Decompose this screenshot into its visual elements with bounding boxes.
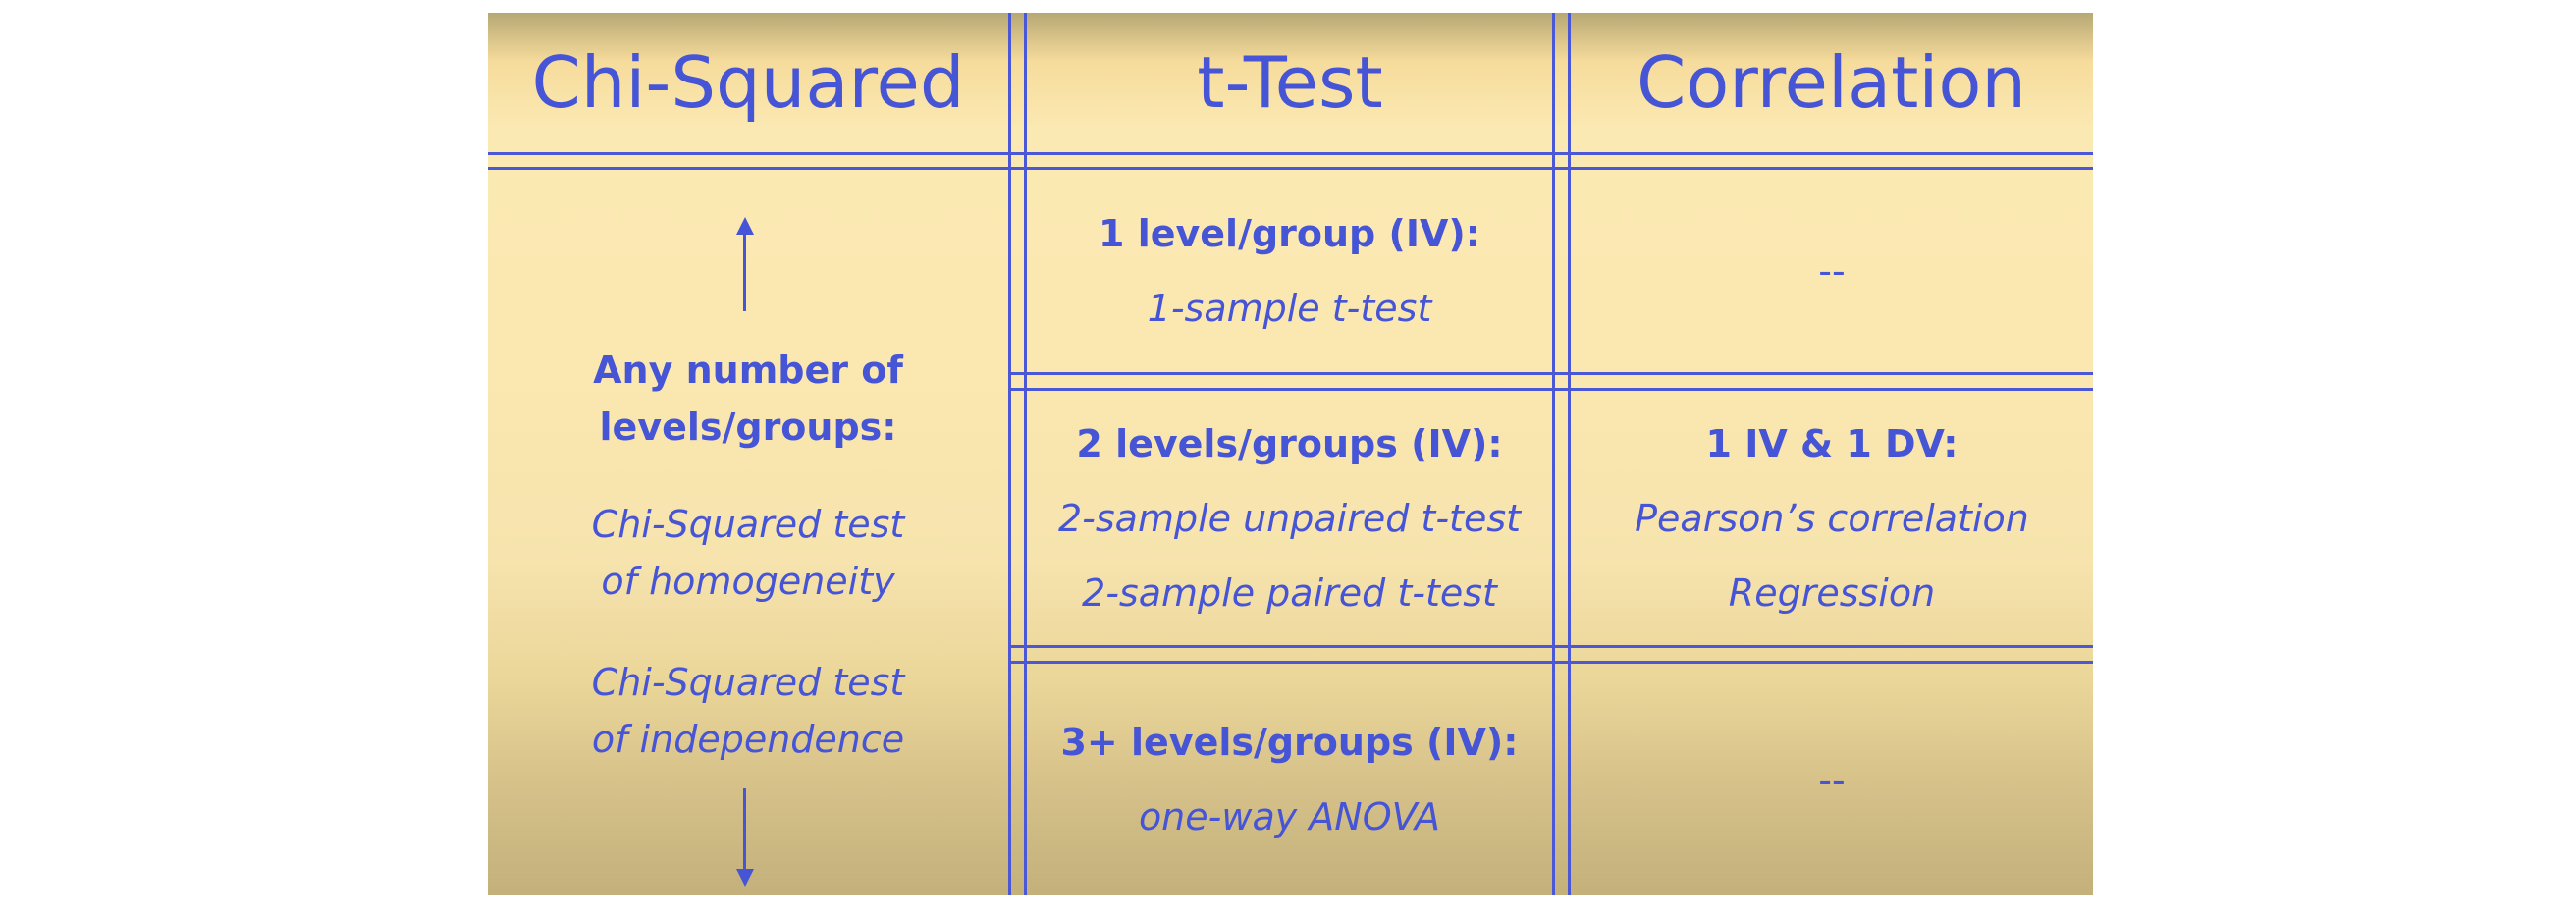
header-t-test: t-Test (1028, 13, 1552, 152)
col-divider-1b (1024, 13, 1027, 895)
corr-row-2: 1 IV & 1 DV: Pearson’s correlation Regre… (1571, 391, 2093, 645)
ttest-row1-test: 1-sample t-test (1147, 287, 1432, 330)
slide: Chi-Squared t-Test Correlation Any numbe… (488, 13, 2093, 895)
header-divider-bottom (488, 167, 2093, 170)
header-t-test-text: t-Test (1197, 41, 1383, 124)
ttest-row-1: 1 level/group (IV): 1-sample t-test (1027, 170, 1552, 372)
row-divider-1b (1008, 388, 2093, 391)
chi-test1-line1: Chi-Squared test (591, 503, 905, 546)
row-divider-1a (1008, 372, 2093, 375)
col-divider-2b (1568, 13, 1571, 895)
header-correlation: Correlation (1570, 13, 2093, 152)
col-divider-1a (1008, 13, 1011, 895)
header-chi-squared: Chi-Squared (488, 13, 1008, 152)
corr-row2-heading: 1 IV & 1 DV: (1705, 421, 1959, 465)
ttest-row3-test: one-way ANOVA (1138, 795, 1441, 839)
corr-row2-test1: Pearson’s correlation (1635, 496, 2029, 540)
row-divider-2b (1008, 661, 2093, 664)
header-correlation-text: Correlation (1636, 41, 2027, 124)
arrow-down-shaft (743, 788, 746, 871)
chi-test1-line2: of homogeneity (601, 560, 895, 603)
chi-test-homogeneity: Chi-Squared test of homogeneity (488, 494, 1008, 612)
ttest-row2-test1: 2-sample unpaired t-test (1057, 496, 1522, 540)
ttest-row3-heading: 3+ levels/groups (IV): (1060, 721, 1519, 764)
chi-test2-line2: of independence (591, 718, 905, 761)
chi-heading-line1: Any number of (593, 349, 903, 392)
header-chi-squared-text: Chi-Squared (531, 41, 965, 124)
header-divider-top (488, 152, 2093, 155)
ttest-row1-heading: 1 level/group (IV): (1099, 212, 1480, 255)
chi-heading-line2: levels/groups: (599, 406, 897, 449)
corr-row2-test2: Regression (1728, 570, 1936, 615)
arrow-up-icon (736, 217, 754, 235)
corr-row1-value: -- (1818, 249, 1846, 293)
ttest-row2-heading: 2 levels/groups (IV): (1076, 421, 1503, 465)
corr-row-1: -- (1571, 170, 2093, 372)
chi-heading: Any number of levels/groups: (488, 340, 1008, 458)
ttest-row-2: 2 levels/groups (IV): 2-sample unpaired … (1027, 391, 1552, 645)
corr-row3-value: -- (1818, 758, 1846, 801)
chi-test2-line1: Chi-Squared test (591, 661, 905, 704)
ttest-row2-test2: 2-sample paired t-test (1082, 570, 1497, 615)
arrow-up-shaft (743, 231, 746, 311)
row-divider-2a (1008, 645, 2093, 648)
arrow-down-icon (736, 869, 754, 887)
corr-row-3: -- (1571, 664, 2093, 895)
chi-test-independence: Chi-Squared test of independence (488, 652, 1008, 770)
ttest-row-3: 3+ levels/groups (IV): one-way ANOVA (1027, 664, 1552, 895)
col-divider-2a (1552, 13, 1555, 895)
